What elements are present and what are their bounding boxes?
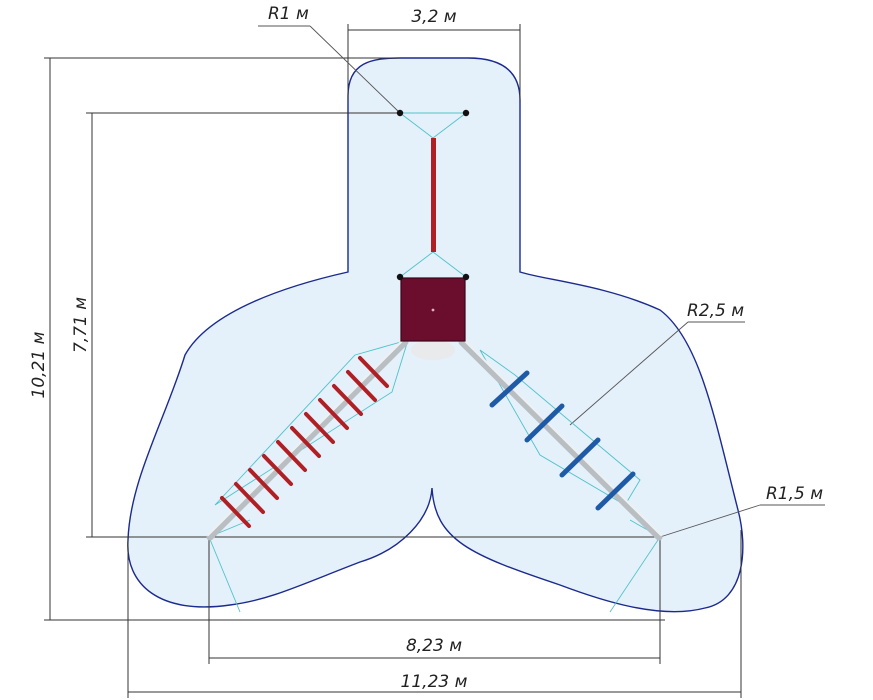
center-pole <box>431 138 436 252</box>
dim-radius-right-label: R2,5 м <box>687 301 744 321</box>
dim-height-inner-label: 7,71 м <box>71 297 91 353</box>
dimension-lines <box>44 24 742 698</box>
tower-platform <box>400 277 466 360</box>
support-pipes <box>206 338 663 541</box>
dim-width-total-label: 11,23 м <box>401 672 468 692</box>
dim-radius-corner-label: R1,5 м <box>766 484 823 504</box>
dim-width-inner-label: 8,23 м <box>406 636 462 656</box>
cable-net <box>208 112 661 613</box>
dim-top-width-label: 3,2 м <box>411 7 456 27</box>
dim-height-total-label: 10,21 м <box>29 331 49 398</box>
right-ladder-rungs <box>489 370 636 511</box>
dim-radius-top-label: R1 м <box>268 4 309 24</box>
radius-leaders <box>258 25 825 538</box>
anchor-points <box>396 109 470 281</box>
left-ladder-rungs <box>220 356 389 528</box>
